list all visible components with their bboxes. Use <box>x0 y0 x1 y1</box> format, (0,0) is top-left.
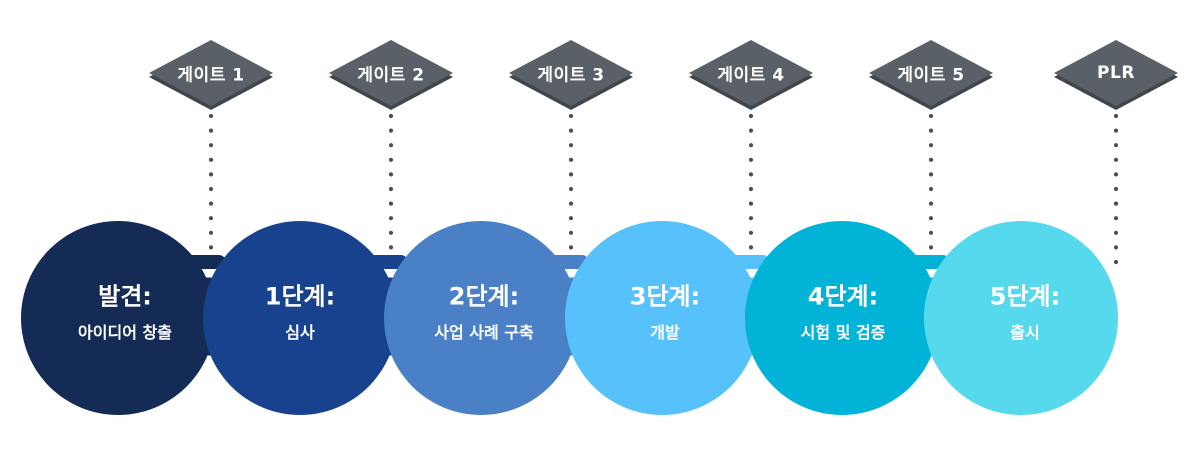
dotted-connector-1 <box>208 157 214 162</box>
dotted-connector-plr <box>1113 245 1119 250</box>
dotted-connector-1 <box>208 186 214 192</box>
dotted-connector-4 <box>748 143 754 148</box>
stage-subtitle-3: 개발 <box>650 323 680 342</box>
dotted-connector-2 <box>388 245 394 250</box>
dotted-connector-4 <box>748 128 754 133</box>
stage-tab-4-1 <box>903 255 950 269</box>
dotted-connector-2 <box>388 172 394 177</box>
dotted-connector-3 <box>568 143 574 148</box>
stage-subtitle-4: 시험 및 검증 <box>800 323 886 342</box>
dotted-connector-3 <box>568 201 574 206</box>
stage-circle-discovery <box>21 221 215 415</box>
dotted-connector-2 <box>388 113 394 119</box>
dotted-connector-4 <box>748 157 754 162</box>
gate-label-4: 게이트 4 <box>717 65 785 86</box>
dotted-connector-5 <box>928 172 934 177</box>
stage-tab-discovery-1 <box>179 255 226 269</box>
stage-circle-1 <box>203 221 397 415</box>
stage-circle-4 <box>745 221 939 415</box>
dotted-connector-5 <box>928 245 934 250</box>
dotted-connector-plr <box>1113 259 1119 265</box>
dotted-connector-3 <box>568 113 574 119</box>
gate-diamond-plr <box>1054 40 1178 106</box>
stage-circle-2 <box>384 221 578 415</box>
dotted-connector-5 <box>928 201 934 206</box>
dotted-connector-3 <box>568 172 574 177</box>
dotted-connector-2 <box>388 128 394 133</box>
dotted-connector-3 <box>568 157 574 162</box>
stage-tab-2-1 <box>542 255 589 269</box>
stage-title-5: 5단계: <box>989 282 1061 311</box>
dotted-connector-1 <box>208 245 214 250</box>
dotted-connector-3 <box>568 128 574 133</box>
dotted-connector-1 <box>208 230 214 235</box>
dotted-connector-1 <box>208 216 214 221</box>
dotted-connector-3 <box>568 230 574 235</box>
stage-subtitle-1: 심사 <box>285 323 315 342</box>
dotted-connector-4 <box>748 216 754 221</box>
stage-title-2: 2단계: <box>448 282 520 311</box>
dotted-connector-plr <box>1113 216 1119 221</box>
dotted-connector-5 <box>928 128 934 133</box>
stage-tab-3-1 <box>723 255 770 269</box>
dotted-connector-plr <box>1113 172 1119 177</box>
stage-circle-5 <box>924 221 1118 415</box>
dotted-connector-5 <box>928 157 934 162</box>
dotted-connector-2 <box>388 216 394 221</box>
dotted-connector-plr <box>1113 201 1119 206</box>
dotted-connector-2 <box>388 201 394 206</box>
dotted-connector-1 <box>208 172 214 177</box>
stage-title-discovery: 발견: <box>98 282 152 311</box>
dotted-connector-1 <box>208 143 214 148</box>
stage-title-3: 3단계: <box>629 282 701 311</box>
dotted-connector-5 <box>928 113 934 119</box>
dotted-connector-4 <box>748 113 754 119</box>
dotted-connector-plr <box>1113 128 1119 133</box>
dotted-connector-2 <box>388 143 394 148</box>
dotted-connector-2 <box>388 186 394 192</box>
dotted-connector-1 <box>208 201 214 206</box>
gate-diamond-2 <box>329 40 453 106</box>
dotted-connector-plr <box>1113 113 1119 119</box>
dotted-connector-1 <box>208 128 214 133</box>
gate-label-3: 게이트 3 <box>537 65 605 86</box>
gate-label-plr: PLR <box>1097 63 1135 83</box>
stage-tab-1-1 <box>361 255 408 269</box>
stage-subtitle-5: 출시 <box>1010 323 1040 342</box>
dotted-connector-1 <box>208 113 214 119</box>
dotted-connector-plr <box>1113 186 1119 192</box>
gate-diamond-4 <box>689 40 813 106</box>
dotted-connector-5 <box>928 230 934 235</box>
dotted-connector-2 <box>388 157 394 162</box>
dotted-connector-3 <box>568 186 574 192</box>
gate-label-5: 게이트 5 <box>897 65 965 86</box>
gate-label-1: 게이트 1 <box>177 65 245 86</box>
stage-subtitle-2: 사업 사례 구축 <box>434 323 534 342</box>
stage-title-1: 1단계: <box>264 282 336 311</box>
dotted-connector-4 <box>748 245 754 250</box>
dotted-connector-4 <box>748 172 754 177</box>
dotted-connector-5 <box>928 216 934 221</box>
dotted-connector-plr <box>1113 143 1119 148</box>
stage-subtitle-discovery: 아이디어 창출 <box>78 323 172 342</box>
gate-label-2: 게이트 2 <box>357 65 425 86</box>
dotted-connector-4 <box>748 201 754 206</box>
dotted-connector-plr <box>1113 157 1119 162</box>
stage-circle-3 <box>565 221 759 415</box>
gate-diamond-5 <box>869 40 993 106</box>
dotted-connector-3 <box>568 216 574 221</box>
dotted-connector-5 <box>928 186 934 192</box>
gate-diamond-3 <box>509 40 633 106</box>
dotted-connector-5 <box>928 143 934 148</box>
dotted-connector-3 <box>568 245 574 250</box>
dotted-connector-4 <box>748 186 754 192</box>
dotted-connector-plr <box>1113 230 1119 235</box>
stage-title-4: 4단계: <box>807 282 879 311</box>
dotted-connector-2 <box>388 230 394 235</box>
gate-diamond-1 <box>149 40 273 106</box>
dotted-connector-4 <box>748 230 754 235</box>
